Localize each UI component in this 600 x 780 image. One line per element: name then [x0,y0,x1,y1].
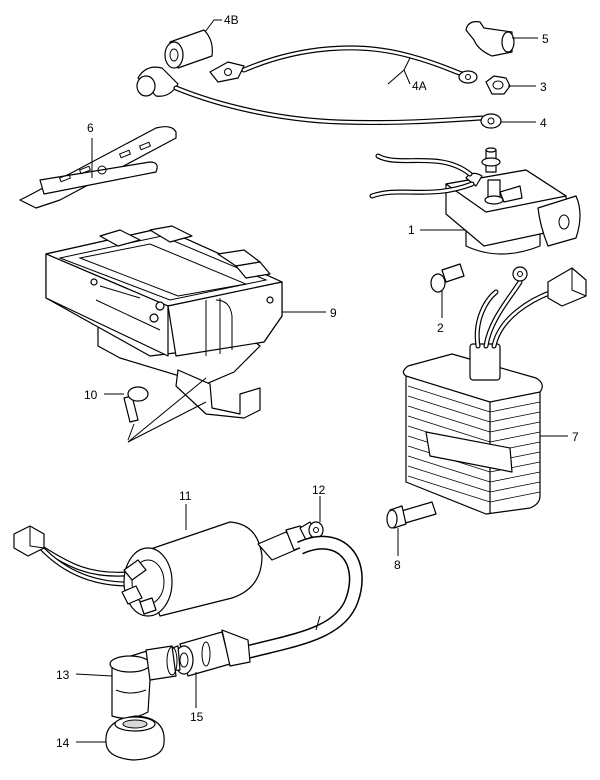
callout-14: 14 [56,736,70,750]
callout-2: 2 [437,321,444,335]
part-7-regulator-rectifier [402,266,587,515]
callout-6: 6 [87,121,94,135]
callout-1: 1 [408,223,415,237]
callout-12: 12 [312,483,326,497]
part-1-starter-relay [369,147,581,255]
part-10-screw [123,386,149,441]
part-4a-cable [209,45,478,84]
part-14-cover [105,715,165,761]
callout-15: 15 [190,710,204,724]
callout-8: 8 [394,558,401,572]
part-9-control-unit [45,225,283,419]
part-5-terminal-cover [465,21,515,57]
part-4b-rubber-cap [164,29,213,69]
callout-4: 4 [540,116,547,130]
part-13-plug-cap [109,645,178,719]
callout-4a: 4A [412,79,427,93]
callout-5: 5 [542,32,549,46]
high-tension-lead [174,535,363,677]
callout-9: 9 [330,306,337,320]
callout-4b: 4B [224,13,239,27]
callout-11: 11 [179,489,192,503]
callout-3: 3 [540,80,547,94]
callout-7: 7 [572,430,579,444]
part-11-ignition-coil [13,521,307,617]
part-3-nut [485,75,511,95]
part-4-cable [136,66,502,129]
part-6-bracket [19,126,177,209]
leader-lines [75,19,568,743]
callout-10: 10 [84,388,98,402]
part-8-bolt [386,501,437,529]
callout-13: 13 [56,668,70,682]
part-2-screw [430,263,465,293]
